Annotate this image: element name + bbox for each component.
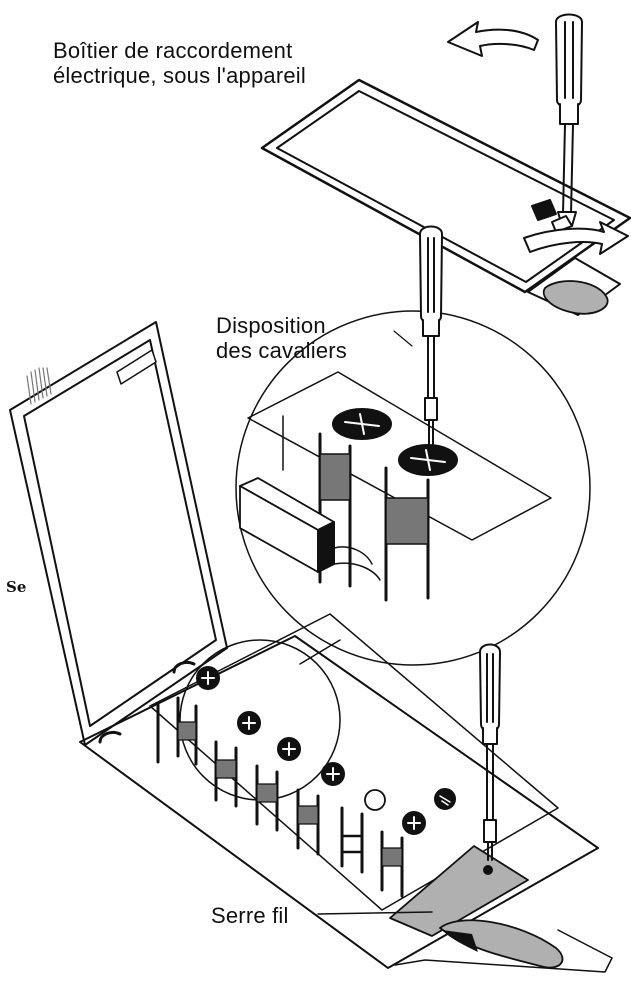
cable-clamp	[389, 845, 529, 937]
screw-top-icon	[531, 199, 573, 233]
screwdriver-top-icon	[555, 13, 583, 227]
cable-opening-top	[542, 280, 609, 315]
base-plate	[79, 613, 613, 973]
jumper-layout-label-line2: des cavaliers	[216, 338, 347, 363]
opened-cover	[9, 321, 228, 746]
empty-hole	[364, 789, 386, 811]
junction-box-label-line2: électrique, sous l'appareil	[53, 63, 306, 88]
junction-box-label-line1: Boîtier de raccordement	[53, 38, 293, 63]
bottom-jumpers	[177, 721, 403, 867]
cover-hinge-hooks-icon	[98, 660, 196, 744]
swing-arrow-icon	[523, 221, 629, 255]
screwdriver-middle-icon	[419, 225, 443, 447]
bottom-terminal-screws-icon	[196, 666, 456, 835]
clamp-leader-line	[317, 911, 433, 915]
rotate-arrow-icon	[447, 21, 539, 57]
jumper-layout-label: Disposition des cavaliers	[216, 313, 347, 363]
cable-clamp-label: Serre fil	[211, 903, 289, 928]
terminal-bars	[340, 834, 364, 854]
terminal-screw-1-icon	[332, 408, 392, 440]
cover-wire-strands-icon	[26, 367, 52, 405]
screwdriver-bottom-icon	[479, 643, 501, 861]
cable-opening-bottom	[439, 919, 564, 969]
jumper-layout-label-line1: Disposition	[216, 313, 326, 338]
magnifier-circle	[235, 310, 591, 666]
jumper-cap-detail	[239, 477, 381, 581]
magnifier-connector	[299, 330, 413, 665]
terminal-screw-2-icon	[398, 444, 458, 476]
side-mark: Se	[6, 578, 27, 596]
bottom-screw-slots	[201, 671, 421, 830]
junction-box-label: Boîtier de raccordement électrique, sous…	[53, 38, 306, 88]
earth-screw-icon	[439, 795, 451, 806]
jumper-2-detail	[384, 466, 430, 602]
